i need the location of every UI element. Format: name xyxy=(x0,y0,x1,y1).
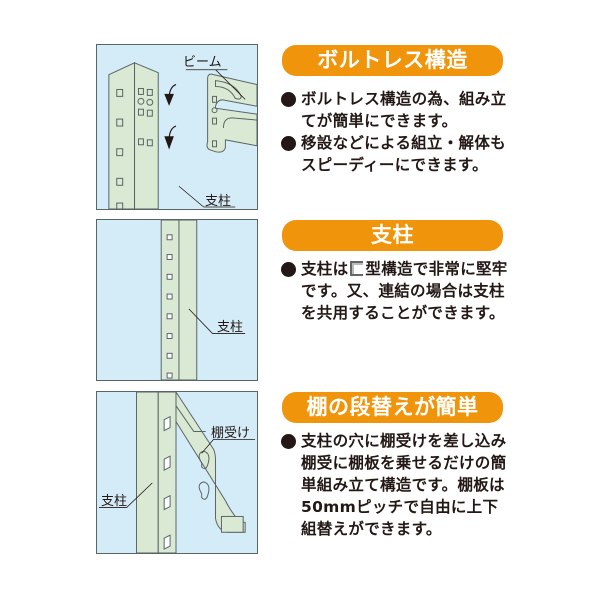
post-bullets: 支柱は型構造で非常に堅牢です。又、連結の場合は支柱を共用することができます。 xyxy=(281,258,511,324)
bullet-dot-icon xyxy=(281,262,296,277)
bullet-dot-icon xyxy=(281,92,296,107)
post-label: 支柱 xyxy=(205,194,232,209)
post-and-beam-drawing xyxy=(108,62,257,209)
bullet-item: ボルトレス構造の為、組み立てが簡単にできます。 xyxy=(281,88,511,132)
bullet-dot-icon xyxy=(281,434,296,449)
shelf-bullets: 支柱の穴に棚受けを差し込み棚受に棚板を乗せるだけの簡単組み立て構造です。棚板は5… xyxy=(281,430,511,540)
boltless-bullets: ボルトレス構造の為、組み立てが簡単にできます。 移設などによる組立・解体もスピー… xyxy=(281,88,511,176)
heading-easy-shelf-adjustment: 棚の段替えが簡単 xyxy=(282,392,503,423)
beam-label: ビーム xyxy=(183,55,222,70)
post-illustration: 支柱 xyxy=(96,219,258,381)
bullet-item: 支柱は型構造で非常に堅牢です。又、連結の場合は支柱を共用することができます。 xyxy=(281,258,511,324)
post-front-drawing xyxy=(160,220,246,380)
boltless-illustration: ビーム 支柱 xyxy=(96,44,258,210)
bullet-dot-icon xyxy=(281,136,296,151)
bullet-item: 支柱の穴に棚受けを差し込み棚受に棚板を乗せるだけの簡単組み立て構造です。棚板は5… xyxy=(281,430,511,540)
heading-post: 支柱 xyxy=(282,220,503,251)
post-label: 支柱 xyxy=(101,494,128,509)
heading-boltless-structure: ボルトレス構造 xyxy=(282,45,503,76)
post-label: 支柱 xyxy=(217,320,244,335)
bracket-drawing xyxy=(98,392,256,553)
bracket-label: 棚受け xyxy=(211,426,251,441)
bullet-item: 移設などによる組立・解体もスピーディーにできます。 xyxy=(281,132,511,176)
c-channel-icon xyxy=(350,261,364,276)
shelf-bracket-illustration: 棚受け 支柱 xyxy=(96,391,258,554)
